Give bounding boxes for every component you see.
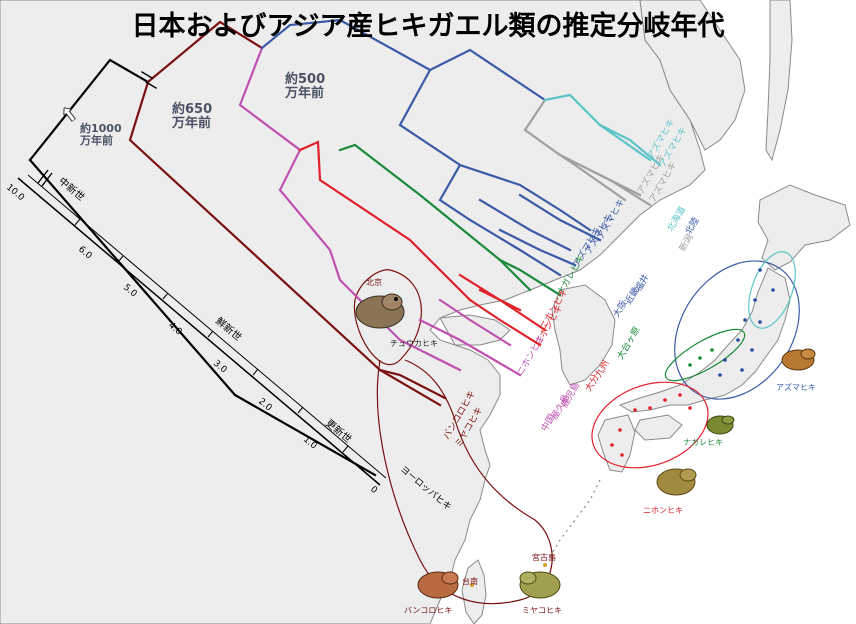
asia-continent (0, 0, 706, 624)
branch-azuma-2 (458, 163, 592, 232)
miyakojima-dot (543, 563, 547, 567)
miyako-frog-illustration (519, 571, 561, 599)
map-label-tainan: 台南 (462, 576, 478, 586)
branch-outgroup-tip (28, 158, 377, 477)
nagare-frog-illustration (706, 415, 735, 435)
divergence-label-1000: 約1000 万年前 (80, 122, 122, 148)
branch-chuuka-2 (418, 318, 522, 377)
timescale-ruler (17, 169, 387, 486)
divergence-500-line2: 万年前 (285, 86, 325, 102)
divergence-1000-line2: 万年前 (80, 134, 113, 148)
map-label-nagare: ナガレヒキ (683, 437, 723, 447)
branch-chuuka-3 (438, 298, 512, 347)
map-label-bankoro: バンコロヒキ (404, 606, 452, 615)
map-label-chuuka: チュウカヒキ (390, 339, 438, 348)
up-arrow-icon (60, 105, 78, 124)
branch-nihon-3 (478, 288, 522, 312)
branch-azuma-3 (498, 228, 577, 267)
divergence-label-650: 約650 万年前 (172, 102, 213, 132)
sakhalin (765, 0, 793, 162)
map-label-pekin: 北京 (366, 277, 382, 287)
azuma-dots (718, 268, 775, 377)
phylogenetic-tree (28, 18, 662, 477)
branch-nihon-root (298, 140, 472, 302)
branch-azuma-5 (478, 198, 572, 252)
branch-gray-2 (558, 153, 627, 202)
honshu (618, 267, 791, 413)
branch-outgroup (28, 58, 150, 162)
branch-nagare-2 (498, 258, 562, 297)
shandong (439, 314, 511, 346)
branch-nihon (468, 298, 542, 347)
divergence-650-line1: 約650 (172, 102, 213, 117)
branch-chuuka (278, 188, 462, 372)
divergence-label-500: 約500 万年前 (285, 72, 326, 102)
hokkaido (757, 184, 851, 271)
nagare-range (664, 328, 746, 382)
far-east (639, 0, 746, 151)
nihon-range (591, 381, 709, 469)
map-label-miyakojima: 宮古島 (532, 552, 556, 562)
branch-azuma-main (398, 68, 562, 277)
map-label-miyako: ミヤコヒキ (522, 606, 562, 615)
branch-light (543, 93, 652, 162)
branch-nagare (338, 143, 532, 292)
axis-break-mark (141, 71, 157, 89)
branch-gray-3 (588, 168, 652, 207)
branch-asia-root (146, 20, 264, 84)
divergence-500-line1: 約500 (285, 72, 326, 87)
korean-peninsula (551, 284, 616, 386)
divergence-1000-line1: 約1000 (80, 122, 122, 135)
branch-azuma-root (260, 18, 547, 102)
hokkaido-range (748, 251, 796, 329)
map-label-nihon: ニホンヒキ (643, 506, 683, 515)
azuma-frog-illustration (781, 348, 816, 371)
figure-title: 日本およびアジア産ヒキガエル類の推定分岐年代 (131, 11, 725, 42)
branch-chuuka-root (238, 46, 302, 192)
chuuka-frog-illustration (355, 293, 405, 329)
branch-azuma-4 (518, 193, 602, 242)
kyushu (597, 414, 636, 473)
nagare-dots (688, 348, 714, 367)
bankoro-frog-illustration (417, 571, 459, 599)
branch-light-2 (598, 123, 662, 167)
branch-asia-sub (378, 368, 447, 400)
divergence-650-line2: 万年前 (172, 116, 212, 132)
tick-label: 0 (368, 485, 379, 497)
shikoku (634, 414, 683, 441)
taiwan (461, 559, 487, 624)
nihon-frog-illustration (656, 468, 697, 496)
nihon-dots (610, 393, 692, 457)
tainan-dot (470, 583, 474, 587)
map-label-azuma: アズマヒキ (776, 382, 816, 392)
branch-asia (128, 80, 442, 407)
